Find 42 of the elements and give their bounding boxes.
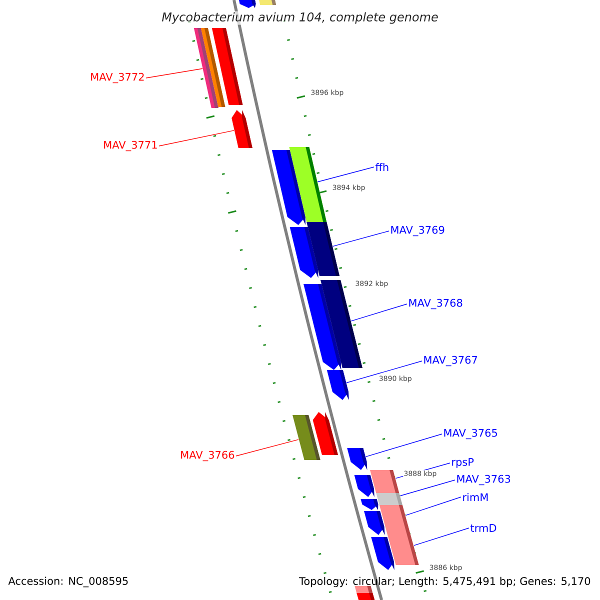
gene-feature <box>232 110 252 148</box>
gene-feature <box>212 28 243 105</box>
gene-feature <box>292 415 320 460</box>
gene-label: MAV_3765 <box>444 428 497 440</box>
accession-text: Accession: NC_008595 <box>8 576 128 588</box>
leader-line <box>236 439 299 456</box>
map-title: Mycobacterium avium 104, complete genome <box>160 11 440 25</box>
gene-label: MAV_3769 <box>391 226 444 236</box>
gene-label: MAV_3763 <box>457 474 510 486</box>
gene-feature <box>360 499 378 510</box>
gene-feature <box>289 147 327 222</box>
gene-feature <box>354 475 374 497</box>
leader-line <box>346 360 422 384</box>
leader-line <box>158 130 234 146</box>
leader-line <box>400 480 456 496</box>
gene-feature <box>371 537 394 570</box>
leader-line <box>350 304 408 322</box>
gene-label: ffh <box>375 163 388 171</box>
leader-line <box>317 166 374 182</box>
gene-feature <box>370 470 400 493</box>
gene-label: rimM <box>463 493 488 501</box>
leader-line <box>414 528 470 546</box>
gene-label: MAV_3772 <box>91 72 144 84</box>
gene-label: MAV_3771 <box>104 140 157 152</box>
gene-label: MAV_3766 <box>181 450 234 462</box>
gene-feature <box>306 222 340 276</box>
gene-feature <box>376 493 402 505</box>
gene-feature <box>347 448 368 470</box>
leader-line <box>146 68 203 78</box>
leader-line <box>332 230 390 247</box>
gene-feature <box>326 370 349 400</box>
gene-label: rpsP <box>452 458 474 468</box>
leader-line <box>405 496 462 516</box>
gene-label: MAV_3767 <box>424 356 478 366</box>
gene-feature <box>356 593 375 600</box>
leader-line <box>366 434 442 458</box>
genome-info-text: Topology: circular; Length: 5,475,491 bp; Genes: 5,170 <box>299 576 590 588</box>
gene-label: trmD <box>470 524 496 532</box>
gene-feature <box>239 0 256 8</box>
gene-label: MAV_3768 <box>409 298 462 310</box>
gene-feature <box>259 0 276 5</box>
gene-feature <box>354 586 373 593</box>
